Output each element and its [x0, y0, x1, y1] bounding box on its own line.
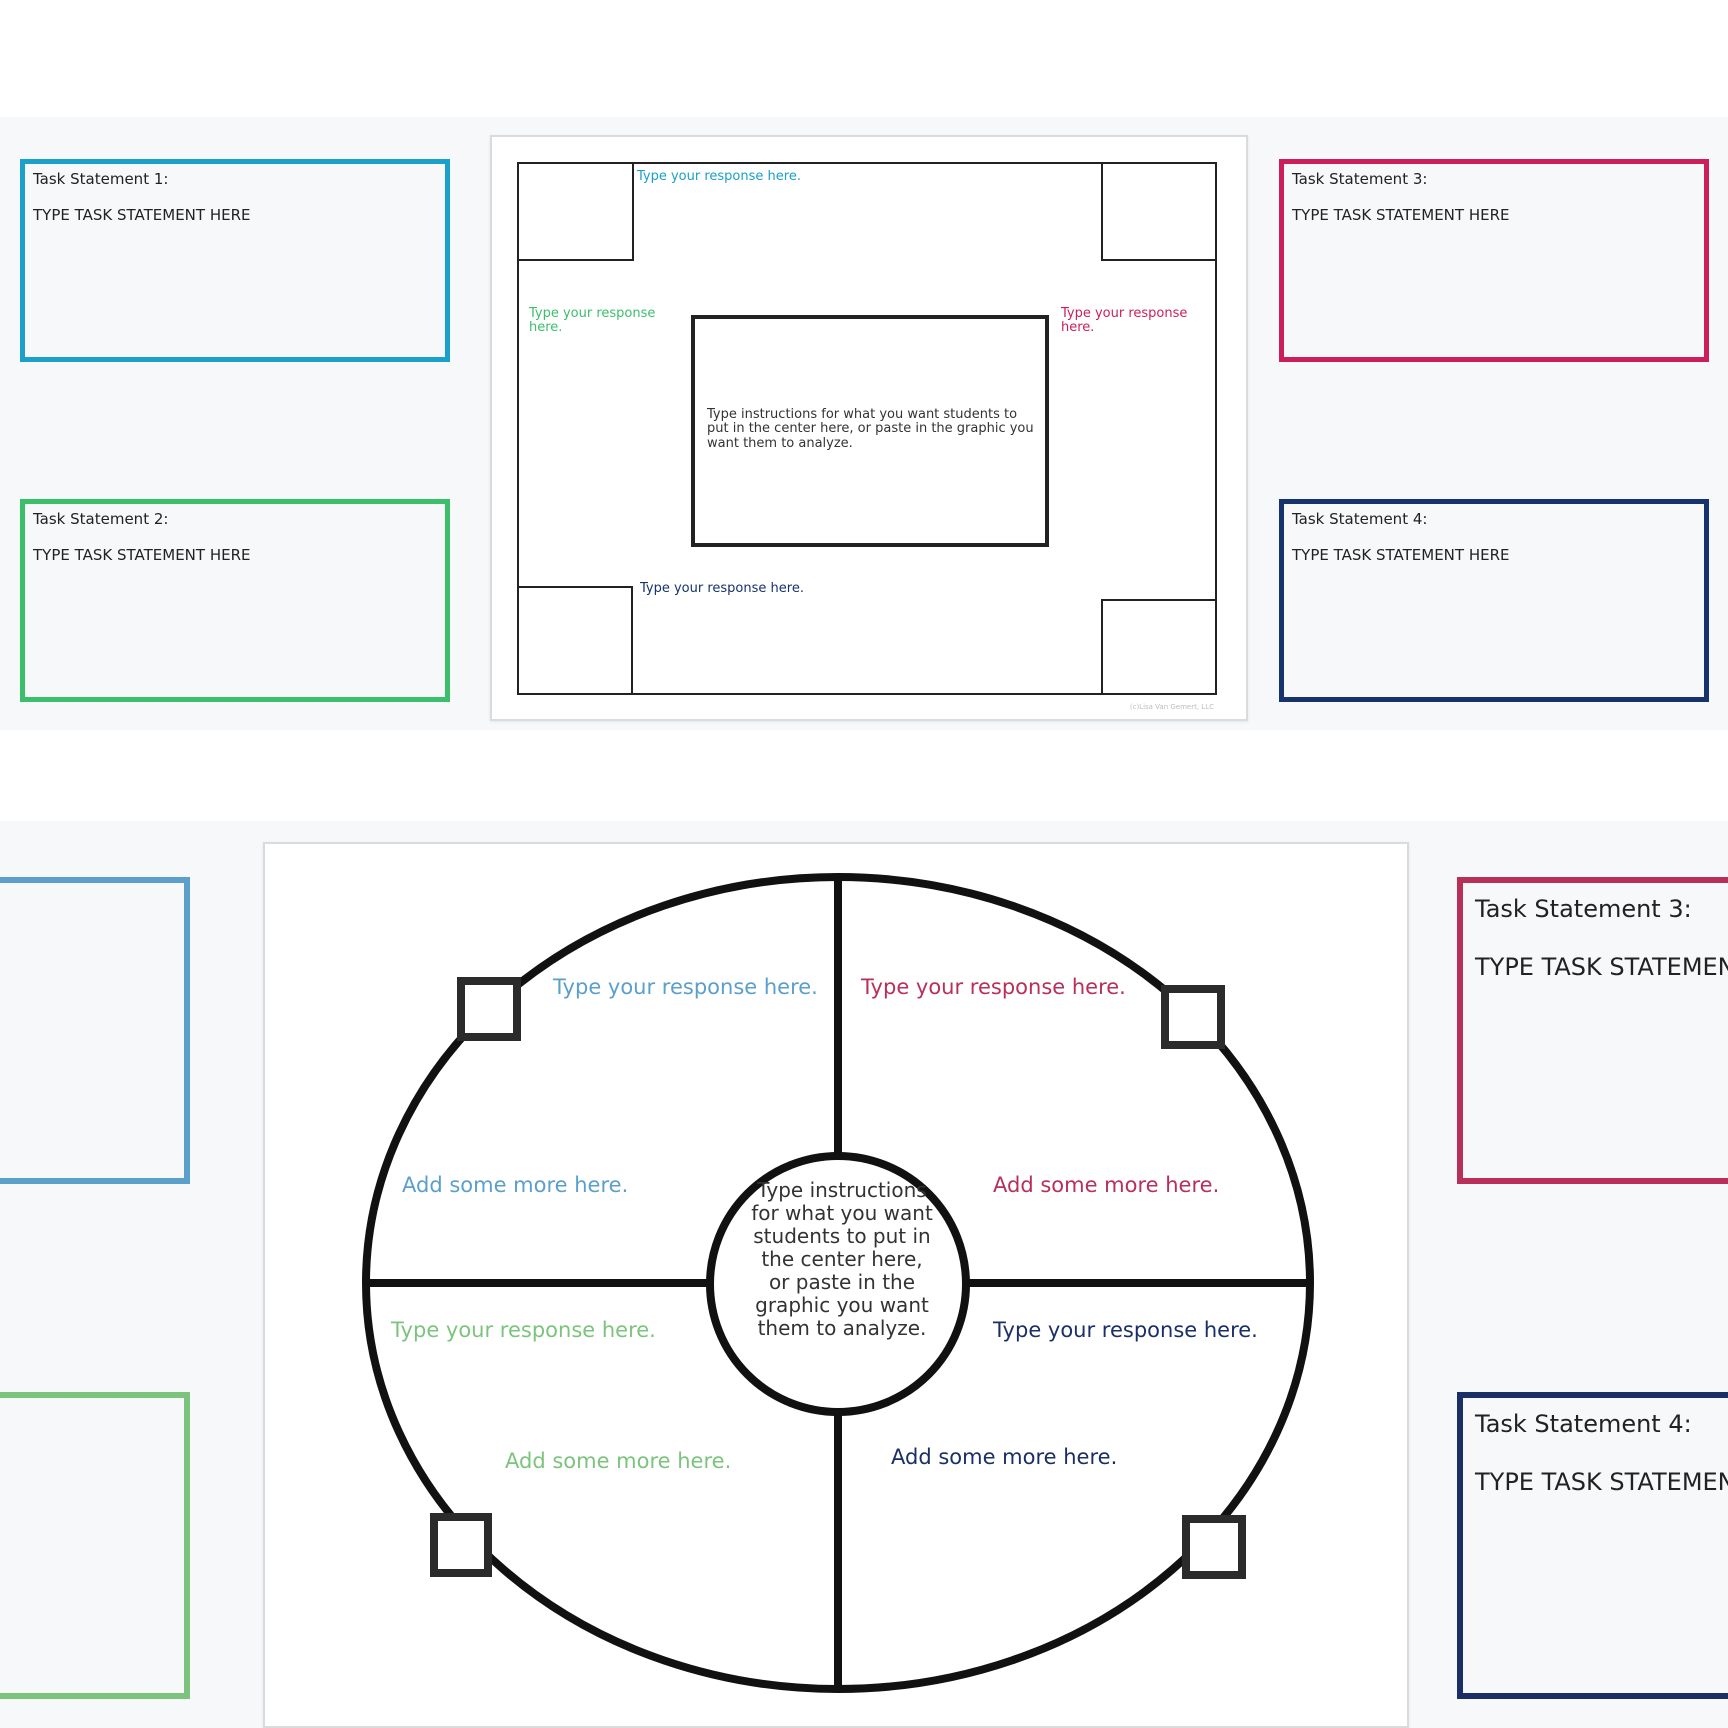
- checkbox-top-right[interactable]: [1161, 985, 1225, 1049]
- task-card-partial-left-2[interactable]: [0, 1392, 190, 1699]
- response-left[interactable]: Type your response here.: [529, 306, 656, 336]
- task-body: TYPE TASK STATEMENT HERE: [1475, 953, 1728, 981]
- circle-diagram: [362, 873, 1314, 1693]
- q1-more[interactable]: Add some more here.: [402, 1173, 629, 1197]
- slide-preview-bottom: Task Statement 3: TYPE TASK STATEMENT HE…: [0, 821, 1728, 1728]
- task-title: Task Statement 3:: [1475, 895, 1692, 923]
- task-title: Task Statement 1:: [33, 170, 169, 188]
- copyright-text: (c)Lisa Van Gemert, LLC: [1129, 703, 1214, 711]
- task-card-4[interactable]: Task Statement 4: TYPE TASK STATEMENT HE…: [1279, 499, 1709, 702]
- q4-more[interactable]: Add some more here.: [891, 1445, 1118, 1469]
- task-card-partial-left-1[interactable]: [0, 877, 190, 1184]
- response-bottom[interactable]: Type your response here.: [640, 581, 804, 596]
- task-card-2[interactable]: Task Statement 2: TYPE TASK STATEMENT HE…: [20, 499, 450, 702]
- task-body: TYPE TASK STATEMENT HERE: [1475, 1468, 1728, 1496]
- task-title: Task Statement 3:: [1292, 170, 1428, 188]
- task-body: TYPE TASK STATEMENT HERE: [33, 546, 251, 564]
- corner-box-bottom-left[interactable]: [517, 586, 633, 695]
- corner-box-top-left[interactable]: [517, 162, 634, 261]
- response-top[interactable]: Type your response here.: [637, 169, 801, 184]
- center-circle[interactable]: [706, 1152, 970, 1416]
- response-right[interactable]: Type your response here.: [1061, 306, 1188, 336]
- worksheet-frame-layout: Type your response here. Type your respo…: [490, 135, 1248, 721]
- slide-preview-top: Task Statement 1: TYPE TASK STATEMENT HE…: [0, 117, 1728, 730]
- frame-diagram: [517, 162, 1217, 695]
- q1-response[interactable]: Type your response here.: [553, 975, 818, 999]
- task-body: TYPE TASK STATEMENT HERE: [1292, 546, 1510, 564]
- center-box[interactable]: [691, 315, 1049, 547]
- center-instructions[interactable]: Type instructions for what you want stud…: [751, 1178, 933, 1340]
- checkbox-bottom-right[interactable]: [1182, 1515, 1246, 1579]
- worksheet-circle-layout: Type your response here. Add some more h…: [263, 842, 1409, 1728]
- task-title: Task Statement 2:: [33, 510, 169, 528]
- checkbox-top-left[interactable]: [457, 977, 521, 1041]
- task-card-4-large[interactable]: Task Statement 4: TYPE TASK STATEMENT HE…: [1457, 1392, 1728, 1699]
- task-title: Task Statement 4:: [1292, 510, 1428, 528]
- task-card-3[interactable]: Task Statement 3: TYPE TASK STATEMENT HE…: [1279, 159, 1709, 362]
- task-title: Task Statement 4:: [1475, 1410, 1692, 1438]
- task-body: TYPE TASK STATEMENT HERE: [33, 206, 251, 224]
- q2-response[interactable]: Type your response here.: [861, 975, 1126, 999]
- outer-frame: [517, 162, 1217, 695]
- task-body: TYPE TASK STATEMENT HERE: [1292, 206, 1510, 224]
- corner-box-bottom-right[interactable]: [1101, 599, 1217, 695]
- q4-response[interactable]: Type your response here.: [993, 1318, 1258, 1342]
- center-instructions[interactable]: Type instructions for what you want stud…: [707, 407, 1034, 451]
- task-card-3-large[interactable]: Task Statement 3: TYPE TASK STATEMENT HE…: [1457, 877, 1728, 1184]
- q2-more[interactable]: Add some more here.: [993, 1173, 1220, 1197]
- checkbox-bottom-left[interactable]: [430, 1513, 492, 1577]
- q3-response[interactable]: Type your response here.: [391, 1318, 656, 1342]
- corner-box-top-right[interactable]: [1101, 162, 1217, 261]
- q3-more[interactable]: Add some more here.: [505, 1449, 732, 1473]
- task-card-1[interactable]: Task Statement 1: TYPE TASK STATEMENT HE…: [20, 159, 450, 362]
